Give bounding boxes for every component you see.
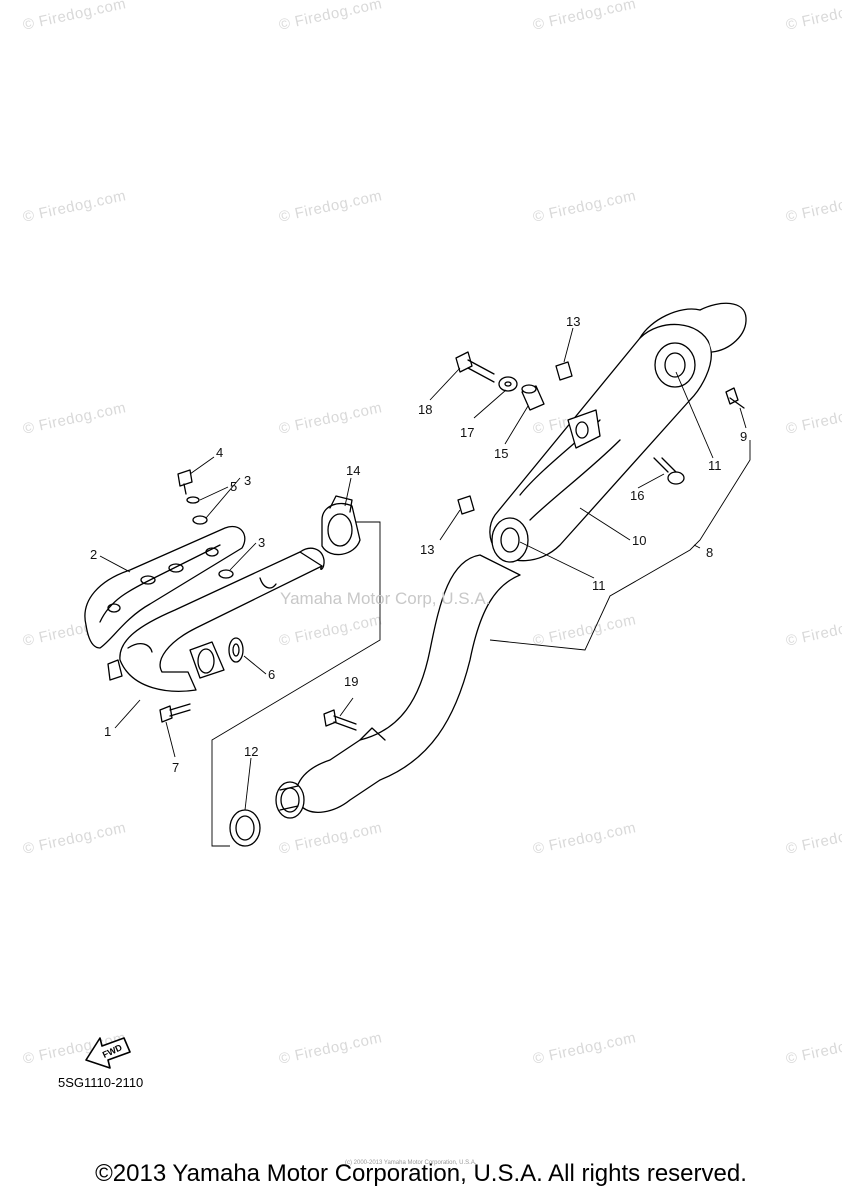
bolt-part xyxy=(653,457,685,485)
bolt-part xyxy=(455,351,495,383)
nut-part xyxy=(457,495,475,515)
clamp-part xyxy=(321,495,361,556)
callout-label: 6 xyxy=(268,667,275,682)
collar-part xyxy=(521,384,545,411)
copyright-notice: ©2013 Yamaha Motor Corporation, U.S.A. A… xyxy=(95,1160,747,1187)
bolt-part xyxy=(177,469,234,579)
heat-protector-part xyxy=(84,525,246,649)
callout-label: 13 xyxy=(420,542,434,557)
callout-label: 3 xyxy=(244,473,251,488)
callout-label: 14 xyxy=(346,463,360,478)
callout-label: 8 xyxy=(706,545,713,560)
callout-label: 19 xyxy=(344,674,358,689)
muffler-part xyxy=(489,302,747,563)
callout-label: 4 xyxy=(216,445,223,460)
callout-label: 12 xyxy=(244,744,258,759)
exhaust-pipe-part xyxy=(107,547,325,692)
nut-part xyxy=(555,361,573,381)
gasket-part xyxy=(229,809,261,847)
bolt-part xyxy=(159,703,191,723)
washer-part xyxy=(498,376,518,392)
callout-label: 3 xyxy=(258,535,265,550)
callout-label: 10 xyxy=(632,533,646,548)
callout-label: 13 xyxy=(566,314,580,329)
callout-label: 2 xyxy=(90,547,97,562)
callout-label: 11 xyxy=(708,458,722,473)
callout-label: 15 xyxy=(494,446,508,461)
callout-label: 5 xyxy=(230,479,237,494)
leader-lines xyxy=(99,327,751,847)
callout-label: 9 xyxy=(740,429,747,444)
callout-label: 18 xyxy=(418,402,432,417)
gasket-part xyxy=(228,637,244,663)
overlay-watermark: Yamaha Motor Corp, U.S.A. xyxy=(280,589,490,608)
bolt-part xyxy=(725,387,745,409)
forward-arrow-icon xyxy=(85,1037,131,1069)
callout-label: 1 xyxy=(104,724,111,739)
callout-label: 16 xyxy=(630,488,644,503)
diagram-code: 5SG1110-2110 xyxy=(58,1075,144,1090)
bolt-part xyxy=(323,709,357,731)
connecting-pipe-part xyxy=(275,554,521,819)
fine-print: (c) 2000-2013 Yamaha Motor Corporation, … xyxy=(345,1160,477,1166)
callout-label: 11 xyxy=(592,578,606,593)
callout-label: 17 xyxy=(460,425,474,440)
callout-label: 7 xyxy=(172,760,179,775)
callouts: 1 2 3 3 4 5 6 7 8 9 10 11 11 12 13 13 14… xyxy=(90,314,747,775)
